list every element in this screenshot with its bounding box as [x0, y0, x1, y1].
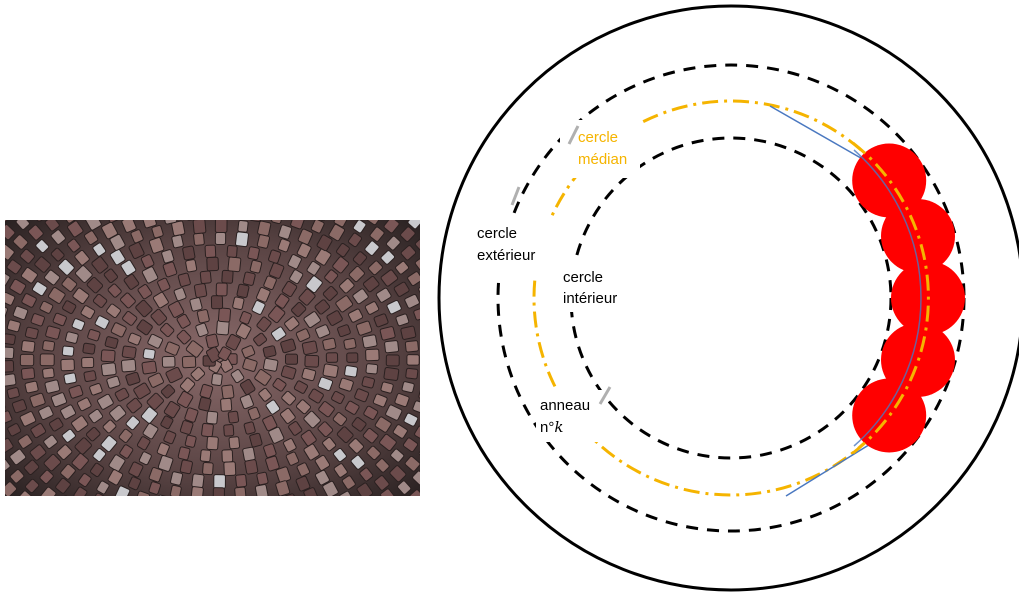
median-label-line1: cercle	[578, 129, 618, 146]
ring-label-line1: anneau	[540, 397, 590, 414]
red-disc	[852, 143, 927, 218]
cobblestone-photo	[5, 220, 420, 496]
exterior-label-line2: extérieur	[477, 247, 535, 264]
exterior-label-line1: cercle	[477, 225, 517, 242]
red-disc	[852, 378, 927, 453]
chord-line-bottom	[785, 442, 873, 497]
ring-label-line2: n°k	[540, 418, 563, 436]
median-arc-overlay	[852, 141, 930, 455]
cobblestone-pattern	[5, 220, 420, 496]
interior-label-line2: intérieur	[563, 290, 617, 307]
median-label-line2: médian	[578, 151, 627, 168]
chord-line-top	[769, 105, 874, 166]
outer-boundary-circle	[437, 4, 1019, 592]
disc-group	[852, 143, 965, 453]
interior-label-line1: cercle	[563, 269, 603, 286]
